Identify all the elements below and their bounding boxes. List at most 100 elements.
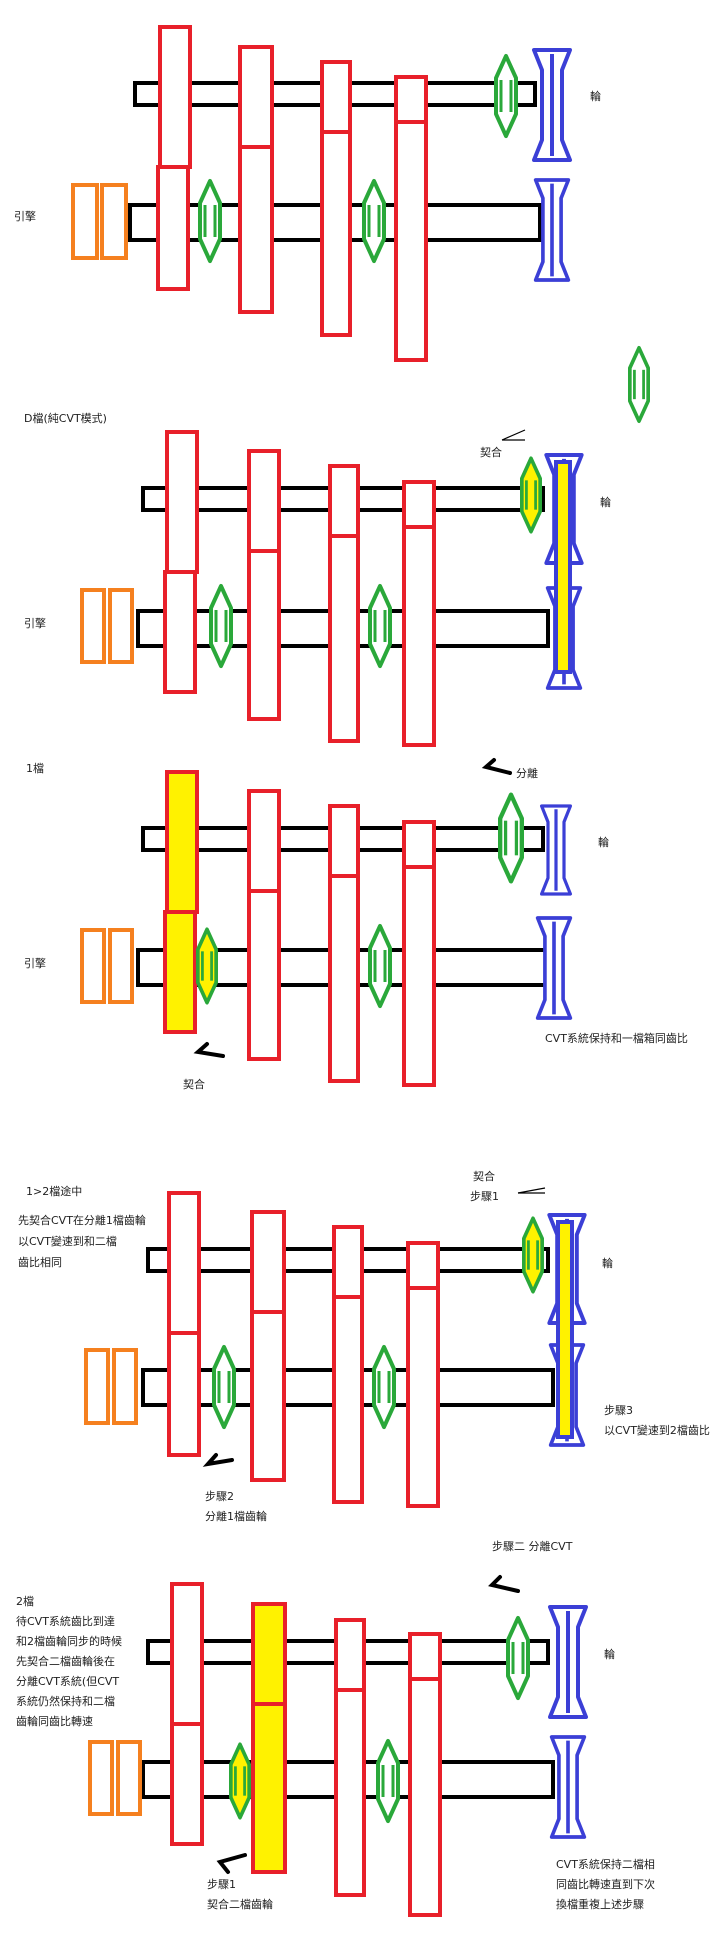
section-2-diagram: D檔(純CVT模式) 契合 引擎 輪 xyxy=(24,411,611,747)
cvt-pulley-icon xyxy=(539,804,573,896)
engine-block-icon xyxy=(108,928,134,1004)
section-5-desc-line-1: 待CVT系統齒比到達 xyxy=(16,1614,115,1628)
engage-arrow xyxy=(193,1042,225,1058)
synchronizer-engaged-icon xyxy=(198,929,216,1002)
engage-pointer xyxy=(517,1187,546,1194)
gear-upper-1 xyxy=(165,430,199,574)
gear-lower-4 xyxy=(402,525,436,747)
gear-upper-2 xyxy=(238,45,274,149)
section-4-desc-line-1: 先契合CVT在分離1檔齒輪 xyxy=(18,1213,146,1227)
section-3-diagram: 1檔 分離 輪 引擎 CVT系統保持和一檔箱同齒比 契合 xyxy=(24,758,688,1091)
step-1-label: 步驟1 xyxy=(207,1878,236,1891)
synchronizer-icon xyxy=(364,181,384,261)
section-2-title: D檔(純CVT模式) xyxy=(24,411,107,425)
gear-lower-4 xyxy=(408,1677,442,1917)
gear-upper-2 xyxy=(250,1210,286,1314)
gear-lower-2 xyxy=(250,1310,286,1482)
section-4-desc-line-3: 齒比相同 xyxy=(18,1256,62,1269)
step-3-desc: 以CVT變速到2檔齒比 xyxy=(604,1423,710,1437)
gear-lower-1 xyxy=(170,1722,204,1846)
step-2-desc: 分離1檔齒輪 xyxy=(205,1509,267,1523)
engine-block-icon xyxy=(116,1740,142,1816)
section-5-desc-line-6: 齒輪同齒比轉速 xyxy=(16,1714,93,1728)
section-5-desc-line-2: 和2檔齒輪同步的時候 xyxy=(16,1634,122,1648)
section-5-desc-line-4: 分離CVT系統(但CVT xyxy=(16,1674,119,1688)
engine-block-icon xyxy=(112,1348,138,1425)
engage-label: 契合 xyxy=(473,1169,495,1183)
engine-block-icon xyxy=(71,183,99,260)
gear-upper-1 xyxy=(170,1582,204,1726)
gear-lower-2 xyxy=(247,549,281,721)
engine-label: 引擎 xyxy=(14,209,36,223)
synchronizer-icon xyxy=(200,181,220,261)
gear-lower-2-selected xyxy=(251,1702,287,1874)
synchronizer-engaged-icon xyxy=(524,1218,542,1291)
engine-label: 引擎 xyxy=(24,956,46,970)
engine-block-icon xyxy=(84,1348,110,1425)
synchronizer-icon xyxy=(211,586,231,666)
engine-block-icon xyxy=(80,588,106,664)
gear-lower-2 xyxy=(238,145,274,314)
synchronizer-icon xyxy=(370,586,390,666)
cvt-pulley-icon xyxy=(532,48,572,162)
section-5-desc-line-3: 先契合二檔齒輪後在 xyxy=(16,1654,115,1668)
gear-upper-1 xyxy=(167,1191,201,1335)
gear-upper-4 xyxy=(402,820,436,869)
engage-arrow xyxy=(216,1853,247,1874)
engage-label: 契合 xyxy=(480,445,502,459)
cvt-belt-engaged xyxy=(556,1220,574,1439)
wheel-label: 輪 xyxy=(598,835,609,849)
wheel-label: 輪 xyxy=(600,495,611,509)
engage-pointer xyxy=(501,429,526,441)
section-4-title: 1>2檔途中 xyxy=(26,1184,82,1198)
engine-block-icon xyxy=(100,183,128,260)
cvt-note-line-1: CVT系統保持二檔相 xyxy=(556,1857,655,1871)
step-2-label: 步驟2 xyxy=(205,1490,234,1503)
section-5-desc-line-5: 系統仍然保持和二檔 xyxy=(16,1694,115,1708)
section-4-desc-line-2: 以CVT變速到和二檔 xyxy=(18,1234,117,1248)
gear-upper-2 xyxy=(247,449,281,553)
gear-lower-4 xyxy=(402,865,436,1087)
wheel-label: 輪 xyxy=(602,1256,613,1270)
gear-upper-4 xyxy=(406,1241,440,1290)
wheel-label: 輪 xyxy=(604,1647,615,1661)
separate-label: 分離 xyxy=(516,766,538,780)
section-5-title: 2檔 xyxy=(16,1594,34,1608)
gear-lower-1 xyxy=(156,165,190,291)
synchronizer-icon xyxy=(214,1347,234,1427)
synchronizer-icon xyxy=(378,1741,398,1821)
cvt-belt-engaged xyxy=(554,460,572,674)
cvt-note-line-2: 同齒比轉速直到下次 xyxy=(556,1877,655,1891)
gear-upper-3 xyxy=(334,1618,366,1692)
synchronizer-icon xyxy=(374,1347,394,1427)
gear-upper-1 xyxy=(158,25,192,169)
step-1-label: 步驟1 xyxy=(470,1190,499,1203)
synchronizer-engaged-icon xyxy=(231,1744,249,1817)
step-1-desc: 契合二檔齒輪 xyxy=(207,1897,273,1911)
synchronizer-icon xyxy=(508,1618,528,1698)
engine-block-icon xyxy=(80,928,106,1004)
gear-lower-1-selected xyxy=(163,910,197,1034)
synchronizer-engaged-icon xyxy=(522,458,540,531)
gear-lower-3 xyxy=(332,1295,364,1504)
engine-block-icon xyxy=(108,588,134,664)
gear-upper-2 xyxy=(247,789,281,893)
synchronizer-icon xyxy=(370,926,390,1006)
synchronizer-icon xyxy=(630,348,648,421)
step-3-label: 步驟3 xyxy=(604,1404,633,1417)
engage-label: 契合 xyxy=(183,1077,205,1091)
gear-lower-3 xyxy=(334,1688,366,1897)
gear-lower-4 xyxy=(394,120,428,362)
gear-upper-3 xyxy=(328,464,360,538)
gear-lower-1 xyxy=(167,1331,201,1457)
synchronizer-icon xyxy=(500,795,522,882)
section-3-title: 1檔 xyxy=(26,761,44,775)
cvt-note-line-3: 換檔重複上述步驟 xyxy=(556,1897,644,1911)
gear-upper-4 xyxy=(394,75,428,124)
cvt-pulley-icon xyxy=(550,1607,586,1717)
separate-arrow xyxy=(488,1575,520,1593)
gear-lower-1 xyxy=(163,570,197,694)
wheel-label: 輪 xyxy=(590,89,601,103)
cvt-note: CVT系統保持和一檔箱同齒比 xyxy=(545,1031,688,1045)
